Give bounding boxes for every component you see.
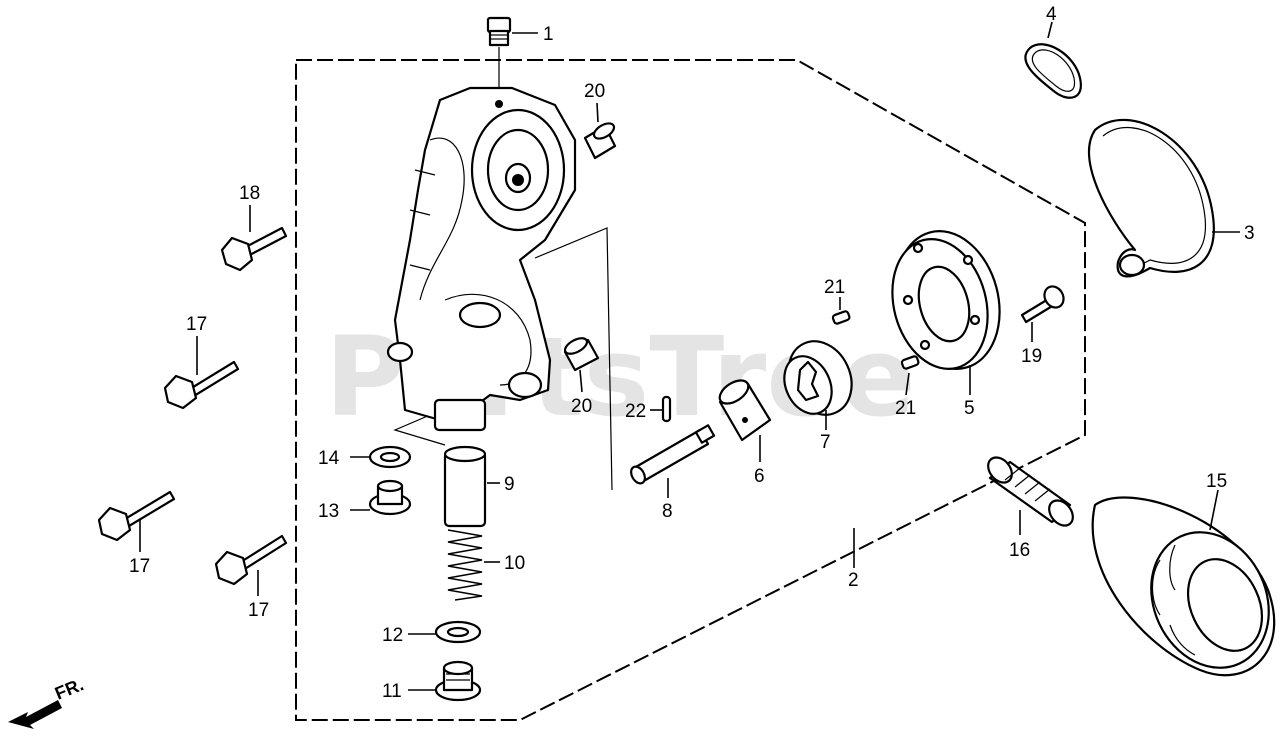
callout-17-upper: 17 [186,314,207,335]
callout-19: 19 [1021,346,1042,367]
callout-18: 18 [239,183,260,204]
part-1-plug[interactable] [486,16,512,100]
part-15-oil-filter[interactable] [1091,496,1280,688]
part-7-outer-rotor[interactable] [775,331,863,425]
callout-20-lower: 20 [571,396,592,417]
leader-lines [139,21,1240,691]
part-11-plug[interactable] [434,660,482,702]
callout-13: 13 [318,501,339,522]
part-18-bolt[interactable] [220,226,288,272]
part-5-pump-cover[interactable] [878,219,1014,380]
callout-20-upper: 20 [584,81,605,102]
callout-4: 4 [1046,4,1057,25]
part-13-plug[interactable] [368,479,412,516]
part-17-bolt-upper[interactable] [163,360,240,410]
front-direction-arrow: FR. [8,674,86,729]
callout-21-upper: 21 [824,277,845,298]
callout-12: 12 [382,625,403,646]
callout-labels: 1 2 3 4 5 6 7 8 9 10 11 12 13 14 15 16 1… [129,4,1255,702]
callout-21-lower: 21 [895,398,916,419]
callout-15: 15 [1206,471,1227,492]
callout-11: 11 [382,681,402,702]
guide-line-housing [534,227,613,491]
callout-17-left: 17 [129,556,150,577]
callout-8: 8 [662,501,673,522]
callout-5: 5 [964,398,975,419]
callout-2: 2 [848,570,859,591]
callout-1: 1 [543,24,554,45]
part-19-bolt[interactable] [1020,283,1067,324]
callout-22: 22 [625,401,646,422]
part-20-collar-upper[interactable] [583,120,617,160]
part-3-large-gasket[interactable] [1088,118,1215,278]
part-20-collar-lower[interactable] [563,335,600,372]
part-17-bolt-lower[interactable] [214,534,288,586]
part-16-oil-filter-nipple[interactable] [983,453,1077,530]
callout-14: 14 [318,448,340,469]
part-17-bolt-left[interactable] [97,490,176,542]
callout-17-lower: 17 [248,600,269,621]
callout-7: 7 [820,432,831,453]
part-21-dowel-lower[interactable] [900,355,920,370]
part-8-pump-shaft[interactable] [628,424,716,485]
part-22-pin[interactable] [661,395,672,423]
callout-16: 16 [1009,540,1030,561]
part-4-small-gasket[interactable] [1024,43,1082,99]
assembly-outline [295,59,1086,721]
callout-3: 3 [1244,223,1255,244]
guide-line-plug [393,414,446,446]
part-14-washer[interactable] [368,445,412,469]
oil-pump-housing[interactable] [386,86,577,432]
callout-9: 9 [504,474,515,495]
part-6-inner-rotor[interactable] [716,376,772,442]
part-12-washer[interactable] [434,620,482,644]
front-direction-label: FR. [52,674,86,703]
part-21-dowel-upper[interactable] [831,310,851,325]
part-9-relief-valve[interactable] [443,445,487,528]
callout-10: 10 [504,553,525,574]
callout-6: 6 [754,466,765,487]
part-10-spring[interactable] [447,529,483,601]
